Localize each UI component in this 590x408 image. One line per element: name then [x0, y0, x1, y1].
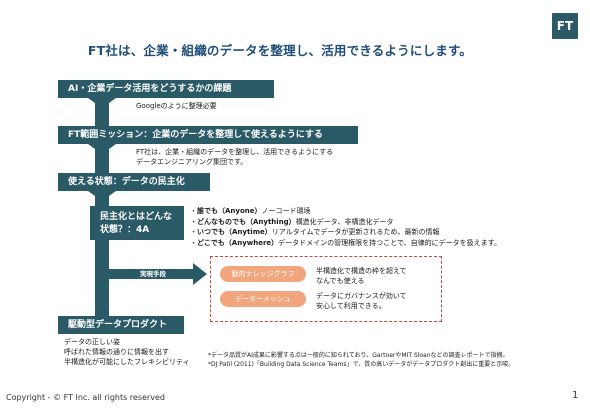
- means-label: 実現手段: [140, 270, 166, 278]
- means-arrow-head: [193, 263, 207, 285]
- flow-spine: [95, 80, 109, 322]
- step-2-desc-line-1: FT社は、企業・組織のデータを整理し、活用できるようにする: [136, 148, 334, 156]
- four-a-text: ノーコード環境: [261, 207, 311, 215]
- final-label: 駆動型データプロダクト: [68, 320, 168, 330]
- copyright-footer: Copyright - © FT Inc. all rights reserve…: [6, 393, 165, 402]
- step-2-arrow: [88, 144, 116, 154]
- democratization-box: 民主化とはどんな 状態？：4A: [90, 206, 184, 240]
- footnotes: *データ品質がAI成果に影響する点は一般的に知られており、GartnerやMIT…: [208, 351, 514, 369]
- step-2-label: FT範囲ミッション：企業のデータを整理して使えるようにする: [68, 130, 323, 140]
- step-3-label: 使える状態：データの民主化: [68, 177, 185, 187]
- footnote-1: *データ品質がAI成果に影響する点は一般的に知られており、GartnerやMIT…: [208, 352, 509, 359]
- four-a-text: データドメインの管理権限を持つことで、自律的にデータを扱えます。: [278, 238, 501, 247]
- page-number: 1: [572, 390, 579, 401]
- step-1-box: AI・企業データ活用をどうするかの課題: [58, 80, 274, 98]
- means-box: [210, 256, 442, 322]
- democratization-box-line-1: 民主化とはどんな: [100, 212, 173, 222]
- step-2-desc-line-2: データエンジニアリング集団です。: [136, 158, 248, 166]
- four-a-text: 構造化データ、非構造化データ: [295, 217, 394, 226]
- four-a-item: ・どんなものでも（Anything）構造化データ、非構造化データ: [190, 217, 394, 226]
- four-a-list: ・誰でも（Anyone）ノーコード環境 ・どんなものでも（Anything）構造…: [190, 206, 501, 248]
- four-a-key: いつでも（Anytime）: [197, 228, 272, 236]
- step-1-arrow: [88, 98, 116, 108]
- four-a-key: どこでも（Anywhere）: [197, 238, 279, 247]
- final-desc: データの正しい姿 呼ばれた情報の通りに情報を出す 半構造化が可能にしたフレキシビ…: [64, 338, 190, 366]
- footnote-2: *DJ Patil (2011)「Building Data Science T…: [208, 361, 515, 368]
- four-a-key: 誰でも（Anyone）: [197, 207, 262, 215]
- step-2-box: FT範囲ミッション：企業のデータを整理して使えるようにする: [58, 126, 358, 144]
- pill-data-mesh: データーメッシュ: [220, 291, 306, 307]
- four-a-item: ・どこでも（Anywhere）データドメインの管理権限を持つことで、自律的にデー…: [190, 238, 501, 247]
- step-3-arrow: [88, 191, 116, 201]
- final-box: 駆動型データプロダクト: [58, 316, 184, 334]
- page-title: FT社は、企業・組織のデータを整理し、活用できるようにします。: [87, 43, 473, 58]
- pill-knowledge-graph: 動的ナレッジグラフ: [220, 266, 306, 282]
- four-a-item: ・誰でも（Anyone）ノーコード環境: [190, 207, 311, 215]
- knowledge-graph-desc: 半構造化で構造の枠を超えて なんでも使える: [316, 267, 407, 285]
- step-1-label: AI・企業データ活用をどうするかの課題: [68, 84, 232, 94]
- four-a-text: リアルタイムでデータが更新されるため、最新の情報: [271, 228, 440, 236]
- four-a-key: どんなものでも（Anything）: [197, 217, 296, 226]
- data-mesh-desc: データにガバナンスが効いて 安心して利用できる。: [316, 292, 407, 310]
- means-arrow-bar: [109, 269, 193, 279]
- ft-logo: FT: [552, 13, 578, 39]
- step-3-box: 使える状態：データの民主化: [58, 173, 210, 191]
- democratization-box-line-2: 状態？：4A: [100, 225, 150, 235]
- step-1-desc: Googleのように整理必要: [136, 102, 217, 110]
- four-a-item: ・いつでも（Anytime）リアルタイムでデータが更新されるため、最新の情報: [190, 228, 440, 236]
